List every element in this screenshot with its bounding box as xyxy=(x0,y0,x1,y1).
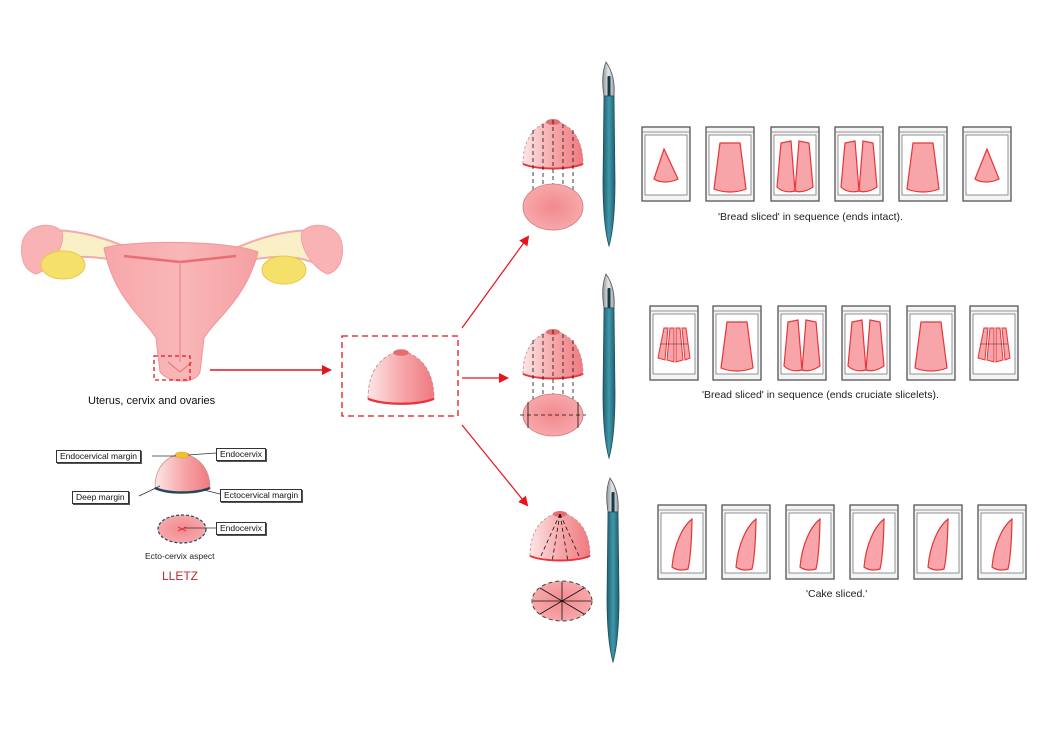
cassette-icon xyxy=(705,126,755,202)
cassette-icon xyxy=(777,305,827,381)
lletz-label: LLETZ xyxy=(162,569,199,583)
cassette-icon xyxy=(785,504,835,580)
scalpel-icon xyxy=(602,273,616,459)
arrow-to-bread-intact xyxy=(461,235,530,329)
disc-cruciate xyxy=(522,393,584,437)
cassette-icon xyxy=(834,126,884,202)
cassette-icon xyxy=(977,504,1027,580)
cassette-icon xyxy=(913,504,963,580)
row-bread-intact xyxy=(522,61,1012,247)
cassette-icon xyxy=(657,504,707,580)
caption-bread-cruciate: 'Bread sliced' in sequence (ends cruciat… xyxy=(702,389,939,401)
right-fimbria xyxy=(300,224,343,275)
cassette-icon xyxy=(721,504,771,580)
cassette-icon xyxy=(770,126,820,202)
arrow-to-cake xyxy=(461,424,529,507)
cassette-icon xyxy=(841,305,891,381)
ecto-aspect-label: Ecto-cervix aspect xyxy=(145,551,215,561)
cassette-icon xyxy=(906,305,956,381)
cone-radial xyxy=(529,510,591,563)
endocervix-top-tag: Endocervix xyxy=(216,448,267,461)
row-cake xyxy=(529,477,1027,663)
endocervix-bottom-tag: Endocervix xyxy=(216,522,267,535)
caption-cake: 'Cake sliced.' xyxy=(806,588,868,600)
left-ovary xyxy=(40,250,86,280)
central-specimen xyxy=(341,335,459,417)
ectocervical-margin-tag: Ectocervical margin xyxy=(220,489,303,502)
specimen-dashed-box xyxy=(341,335,459,417)
endocervical-margin-tag: Endocervical margin xyxy=(56,450,142,463)
cervix-selection-box xyxy=(153,355,191,381)
deep-margin-tag: Deep margin xyxy=(72,491,129,504)
scalpel-icon xyxy=(606,477,620,663)
cassette-icon xyxy=(962,126,1012,202)
uterus-label: Uterus, cervix and ovaries xyxy=(88,395,216,407)
caption-bread-intact: 'Bread sliced' in sequence (ends intact)… xyxy=(718,211,903,223)
cassette-icon xyxy=(649,305,699,381)
uterus-body xyxy=(103,241,259,382)
lletz-annotated xyxy=(138,451,221,544)
uterus-illustration xyxy=(21,224,343,382)
right-ovary xyxy=(261,255,307,285)
cassette-icon xyxy=(849,504,899,580)
cassette-icon xyxy=(641,126,691,202)
cassette-icon xyxy=(969,305,1019,381)
cassette-icon xyxy=(898,126,948,202)
scalpel-icon xyxy=(602,61,616,247)
disc-intact xyxy=(522,183,584,231)
cassette-icon xyxy=(712,305,762,381)
row-bread-cruciate xyxy=(520,273,1019,459)
